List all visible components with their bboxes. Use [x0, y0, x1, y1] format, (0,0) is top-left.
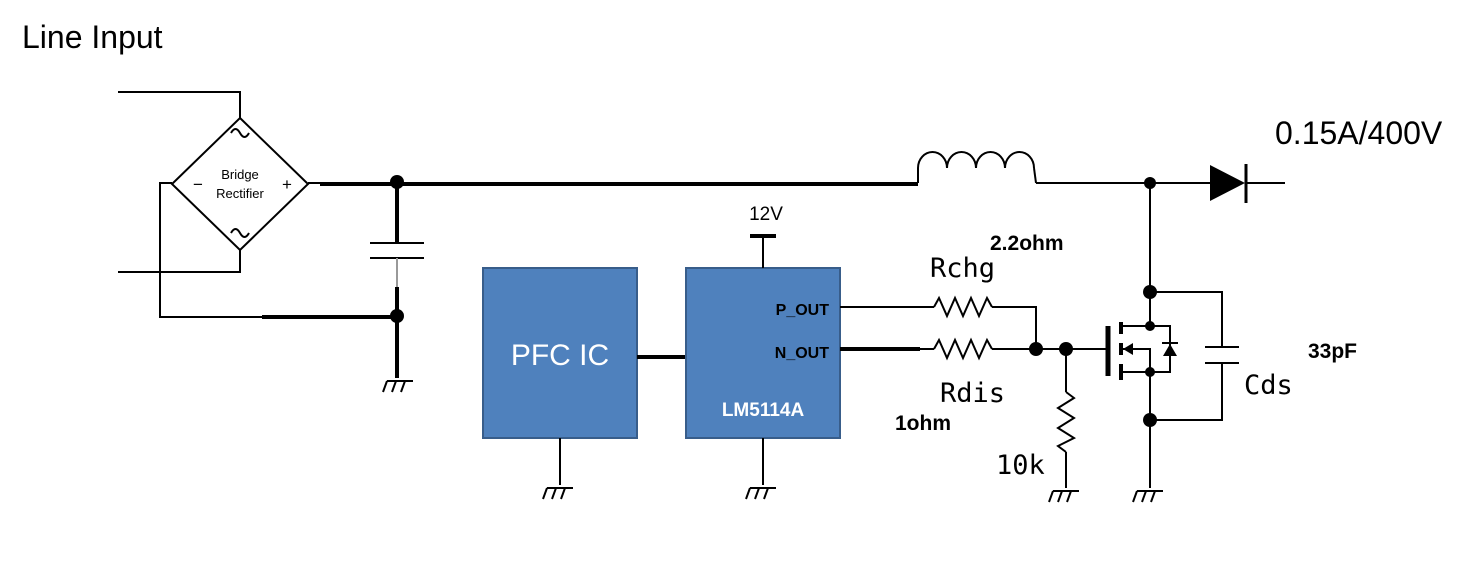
pulldown-value-label: 10k	[996, 450, 1045, 481]
bridge-rectifier: Bridge Rectifier − +	[170, 116, 310, 252]
rdis-label: Rdis	[940, 378, 1005, 409]
ac-symbol-icon	[230, 228, 250, 238]
main-rail	[308, 175, 1285, 189]
mosfet-icon	[1105, 292, 1178, 420]
rchg-value-label: 2.2ohm	[990, 232, 1064, 255]
ground-icon-5	[1132, 490, 1163, 503]
rdis-resistor	[840, 337, 1108, 361]
input-capacitor	[262, 184, 424, 378]
inductor	[917, 151, 1037, 184]
junction-dot	[390, 175, 404, 189]
line-input-label: Line Input	[22, 19, 163, 55]
cds-value-label: 33pF	[1308, 340, 1357, 363]
pfc-ic-label: PFC IC	[511, 339, 609, 372]
pulldown-resistor	[1056, 349, 1077, 488]
bridge-label-2: Rectifier	[216, 186, 264, 201]
output-rating-label: 0.15A/400V	[1275, 115, 1443, 151]
ground-icon-1	[382, 380, 413, 393]
p-out-pin-label: P_OUT	[776, 302, 830, 319]
supply-12v-label: 12V	[749, 204, 783, 225]
bridge-plus-label: +	[282, 175, 292, 194]
rchg-resistor	[840, 295, 1037, 348]
n-out-pin-label: N_OUT	[775, 345, 829, 362]
junction-dot	[390, 309, 404, 323]
pfc-ic-block: PFC IC	[482, 267, 638, 485]
driver-block: P_OUT N_OUT LM5114A 12V	[685, 204, 841, 485]
cds-capacitor	[1150, 291, 1239, 421]
ac-input-wires	[118, 91, 262, 318]
junction-dot	[1029, 342, 1043, 356]
driver-part-label: LM5114A	[722, 400, 805, 421]
ground-icon-2	[542, 487, 573, 500]
bridge-minus-label: −	[193, 175, 203, 194]
ground-icon-3	[745, 487, 776, 500]
rdis-value-label: 1ohm	[895, 412, 951, 435]
ac-symbol-icon	[230, 128, 250, 138]
rchg-label: Rchg	[930, 253, 995, 284]
bridge-label-1: Bridge	[221, 167, 259, 182]
output-diode	[1210, 164, 1248, 203]
cds-label: Cds	[1244, 370, 1293, 401]
ground-icon-4	[1048, 490, 1079, 503]
